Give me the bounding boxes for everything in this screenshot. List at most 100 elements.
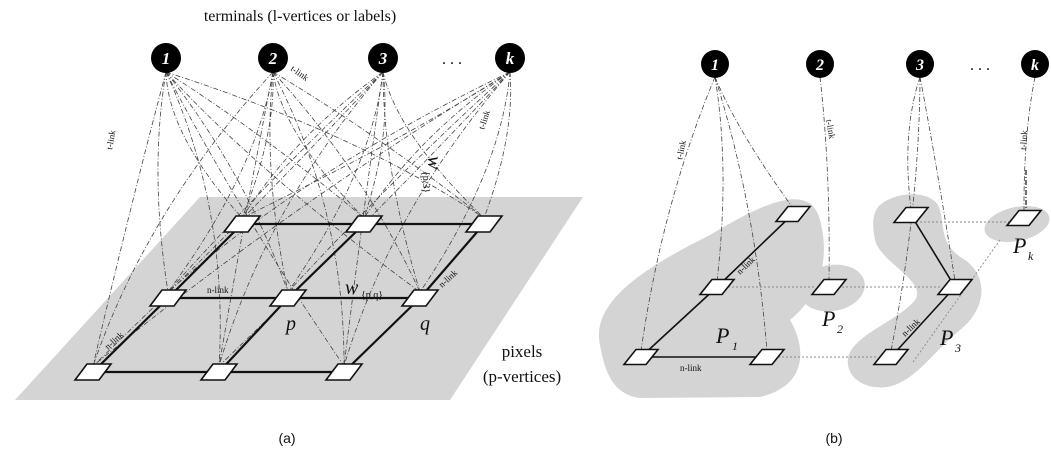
t-link bbox=[241, 71, 511, 219]
region-p3-shape bbox=[847, 194, 982, 388]
region-pk-label: P k bbox=[1012, 233, 1034, 263]
t-link bbox=[343, 71, 384, 367]
n-link bbox=[890, 286, 956, 358]
panel-a: terminals (l-vertices or labels) 1 bbox=[15, 8, 583, 446]
terminal-k-label: k bbox=[1031, 57, 1039, 74]
pixel-node bbox=[748, 348, 786, 366]
t-link-label: t-link bbox=[1018, 129, 1029, 150]
terminal-3-label: 3 bbox=[915, 57, 924, 74]
svg-text:{p,q}: {p,q} bbox=[361, 290, 383, 301]
t-link bbox=[165, 71, 365, 219]
terminal-1: 1 bbox=[701, 50, 729, 78]
n-links-grid bbox=[92, 222, 485, 374]
t-link bbox=[241, 71, 384, 219]
t-link bbox=[165, 71, 485, 219]
p-vertices-label: (p-vertices) bbox=[483, 367, 561, 386]
terminal-2-label: 2 bbox=[268, 49, 278, 68]
panel-b: 1 2 3 . . . k t-link t-link t-link n-lin… bbox=[598, 50, 1050, 446]
pixel-nodes bbox=[622, 205, 1043, 366]
t-link bbox=[167, 71, 511, 293]
t-link bbox=[363, 71, 386, 219]
t-link-label: t-link bbox=[289, 63, 311, 83]
terminal-k-label: k bbox=[506, 49, 515, 68]
t-link-label: t-link bbox=[476, 109, 492, 131]
t-link bbox=[92, 71, 384, 367]
terminal-3-label: 3 bbox=[378, 49, 388, 68]
t-link bbox=[165, 71, 289, 293]
n-link bbox=[640, 286, 718, 358]
svg-text:{p,3}: {p,3} bbox=[420, 171, 431, 193]
pixel-node bbox=[464, 215, 504, 233]
pixel-q-label: q bbox=[420, 313, 430, 335]
terminal-k: k bbox=[495, 43, 525, 73]
terminals-header: terminals (l-vertices or labels) bbox=[204, 8, 396, 25]
n-link bbox=[343, 297, 421, 373]
pixel-node bbox=[698, 278, 736, 296]
t-link bbox=[165, 71, 243, 219]
caption-a: (a) bbox=[278, 430, 295, 446]
pixel-nodes bbox=[73, 215, 504, 381]
region-p2-label: P 2 bbox=[821, 306, 843, 336]
n-links bbox=[640, 213, 956, 358]
terminal-2-label: 2 bbox=[815, 57, 824, 74]
svg-text:2: 2 bbox=[837, 322, 843, 336]
t-link bbox=[165, 71, 221, 367]
t-link bbox=[269, 71, 289, 293]
pixel-node bbox=[872, 348, 910, 366]
t-link bbox=[382, 71, 421, 293]
t-link bbox=[640, 76, 716, 352]
svg-text:P: P bbox=[1012, 233, 1026, 258]
n-link bbox=[218, 297, 289, 373]
caption-b: (b) bbox=[825, 430, 842, 446]
t-link bbox=[287, 71, 511, 293]
t-link bbox=[343, 71, 511, 367]
t-link bbox=[919, 76, 956, 282]
weight-pq-label: w {p,q} bbox=[345, 277, 383, 301]
pixel-node bbox=[324, 363, 364, 381]
pixel-node bbox=[622, 348, 660, 366]
n-link bbox=[92, 297, 169, 373]
cut-link bbox=[912, 239, 1001, 363]
t-link bbox=[157, 71, 169, 293]
pixel-p-label: p bbox=[284, 313, 296, 335]
t-link-label: t-link bbox=[674, 139, 688, 161]
t-link bbox=[382, 71, 485, 219]
pixel-node bbox=[892, 206, 930, 224]
region-p1-label: P 1 bbox=[715, 323, 738, 353]
t-link bbox=[419, 71, 511, 293]
n-link-label: n-link bbox=[680, 363, 702, 373]
region-p1-shape bbox=[598, 199, 824, 398]
t-link bbox=[218, 71, 274, 367]
pixel-node bbox=[73, 363, 113, 381]
t-link-label: t-link bbox=[824, 119, 837, 140]
terminal-3: 3 bbox=[906, 50, 934, 78]
n-link-label: n-link bbox=[207, 285, 229, 295]
pixel-node bbox=[810, 278, 848, 296]
t-link bbox=[272, 71, 345, 367]
t-link bbox=[714, 76, 794, 209]
t-link bbox=[167, 71, 274, 293]
t-link bbox=[272, 71, 421, 293]
t-link bbox=[218, 71, 384, 367]
terminals-ellipsis: . . . bbox=[970, 57, 990, 74]
n-link bbox=[167, 223, 243, 299]
svg-text:P: P bbox=[821, 306, 835, 331]
t-link bbox=[714, 76, 768, 352]
terminal-2: 2 bbox=[806, 50, 834, 78]
t-links bbox=[92, 71, 512, 367]
t-links bbox=[640, 76, 1036, 352]
n-link bbox=[910, 214, 956, 288]
svg-text:P: P bbox=[939, 325, 953, 350]
pixel-node bbox=[344, 215, 384, 233]
svg-text:P: P bbox=[715, 323, 729, 348]
pixel-node bbox=[222, 215, 262, 233]
svg-text:3: 3 bbox=[954, 341, 961, 355]
t-link-label: t-link bbox=[104, 129, 117, 150]
t-link bbox=[819, 76, 830, 282]
terminals-ellipsis: . . . bbox=[442, 51, 462, 68]
t-link bbox=[907, 76, 921, 210]
severed-n-links bbox=[728, 221, 1010, 363]
svg-text:w: w bbox=[345, 277, 359, 299]
t-link bbox=[167, 71, 384, 293]
